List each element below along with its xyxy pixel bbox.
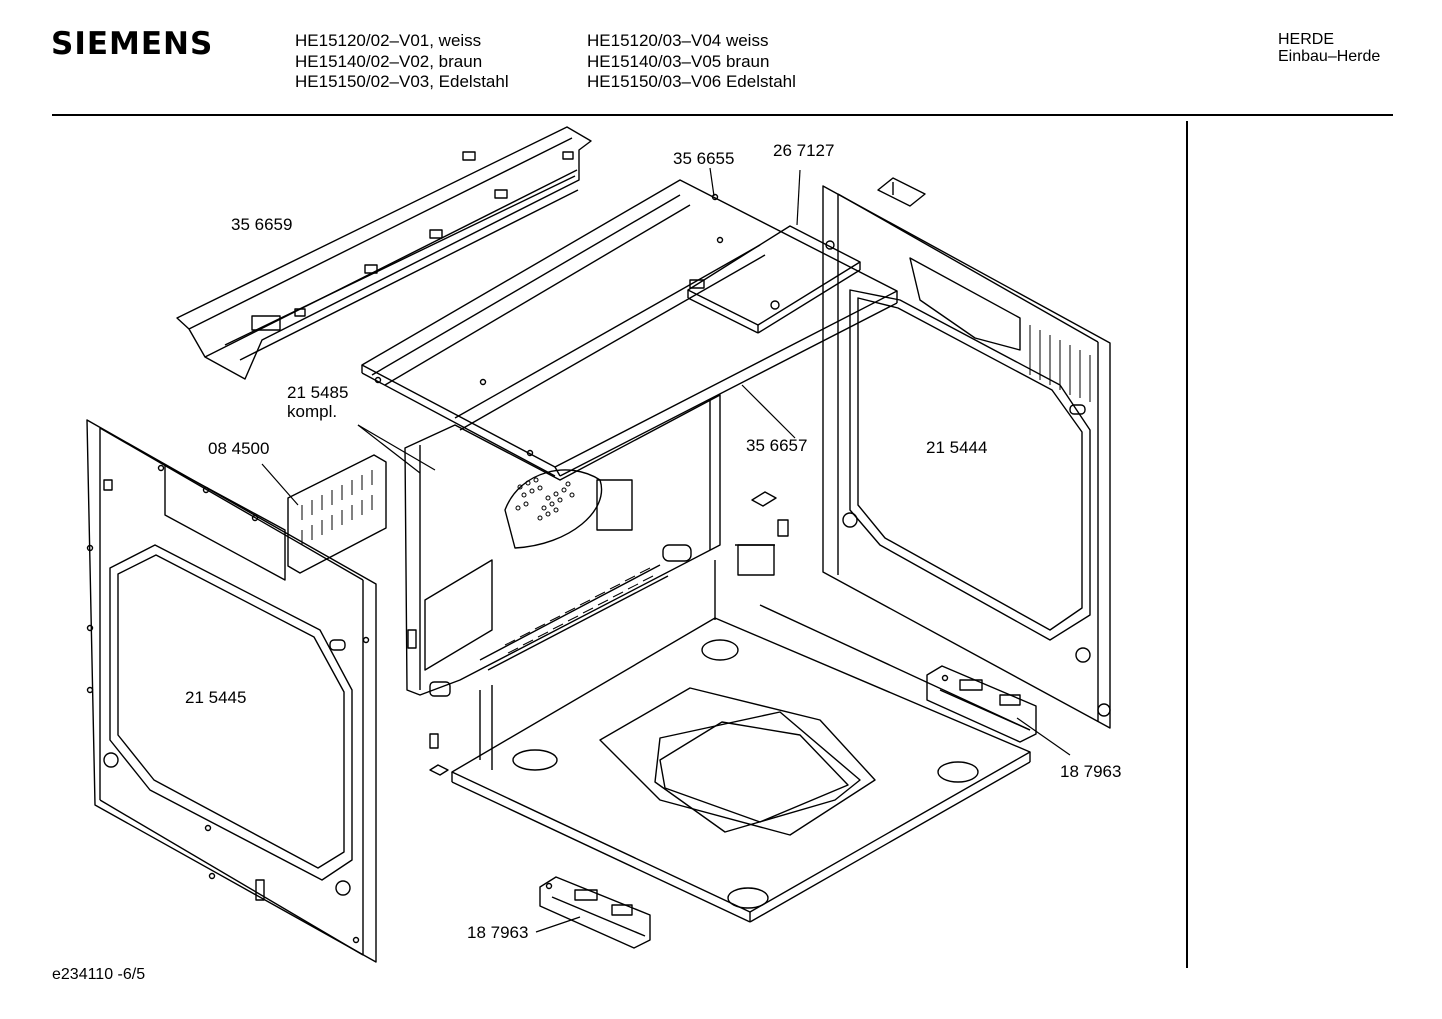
header-divider — [52, 114, 1393, 116]
category-block: HERDE Einbau–Herde — [1278, 31, 1380, 65]
side-divider — [1186, 121, 1188, 968]
part-label: 21 5445 — [185, 688, 247, 707]
mounting-clip-part — [429, 177, 926, 776]
model-line: HE15150/02–V03, Edelstahl — [295, 72, 509, 91]
telescopic-rail-part — [539, 876, 651, 949]
top-rail-part — [176, 126, 592, 380]
right-side-panel-part — [822, 185, 1111, 729]
model-line: HE15150/03–V06 Edelstahl — [587, 72, 796, 91]
category-title: HERDE — [1278, 31, 1335, 48]
model-line: HE15120/03–V04 weiss — [587, 31, 769, 50]
leader-lines — [261, 167, 1071, 933]
part-label-note: kompl. — [287, 402, 338, 421]
model-line: HE15140/02–V02, braun — [295, 51, 483, 71]
part-label: 35 6655 — [673, 149, 735, 168]
rear-vent-cover-part — [287, 454, 387, 574]
part-label: 35 6657 — [746, 436, 808, 455]
top-cover-part — [361, 179, 898, 477]
brand-logo: SIEMENS — [51, 26, 214, 62]
left-side-panel-part — [86, 419, 377, 963]
part-label: 26 7127 — [773, 141, 835, 160]
model-line: HE15120/02–V01, weiss — [295, 31, 482, 50]
telescopic-rail-part — [926, 665, 1037, 743]
part-label: 21 5485 — [287, 383, 349, 402]
model-list-left: HE15120/02–V01, weiss HE15140/02–V02, br… — [295, 31, 509, 93]
bottom-pan-part — [451, 544, 1031, 923]
part-label: 35 6659 — [231, 215, 293, 234]
part-label: 21 5444 — [926, 438, 988, 457]
model-list-right: HE15120/03–V04 weiss HE15140/03–V05 brau… — [587, 31, 796, 93]
part-label: 18 7963 — [1060, 762, 1122, 781]
drawing-id: e234110 -6/5 — [52, 966, 146, 983]
control-plate-part — [687, 225, 861, 334]
category-subtitle: Einbau–Herde — [1278, 48, 1381, 65]
model-line: HE15140/03–V05 braun — [587, 51, 770, 71]
oven-cavity-part — [404, 394, 721, 697]
part-label: 08 4500 — [208, 439, 270, 458]
part-label: 18 7963 — [467, 923, 529, 942]
